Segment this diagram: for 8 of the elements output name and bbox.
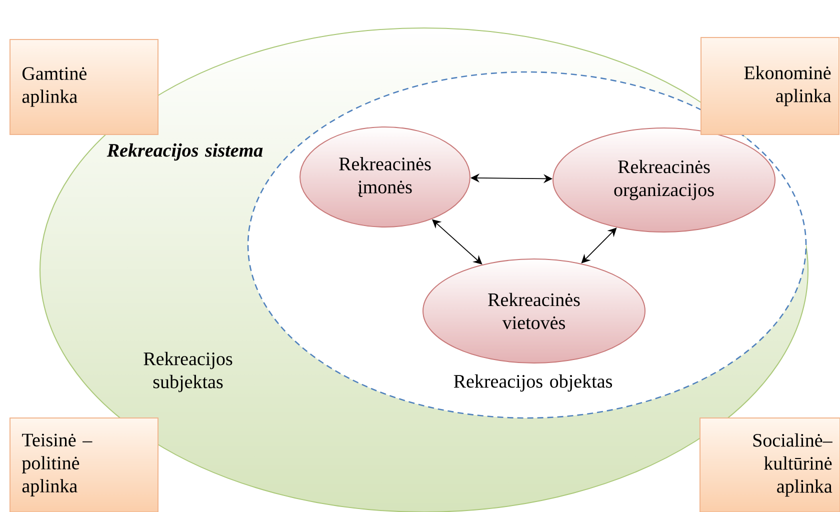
- arrow: [581, 228, 617, 264]
- region-label: Rekreacijos subjektas: [144, 352, 232, 392]
- region-title: Rekreacijos sistema: [106, 143, 263, 161]
- text-box: Gamtinė aplinka: [10, 39, 158, 135]
- text-box: Socialinė– kultūrinė aplinka: [700, 418, 840, 512]
- text-box: Teisinė – politinė aplinka: [10, 418, 158, 512]
- region-label: Rekreacijos objektas: [454, 374, 612, 392]
- text-box: Ekonominė aplinka: [700, 37, 840, 135]
